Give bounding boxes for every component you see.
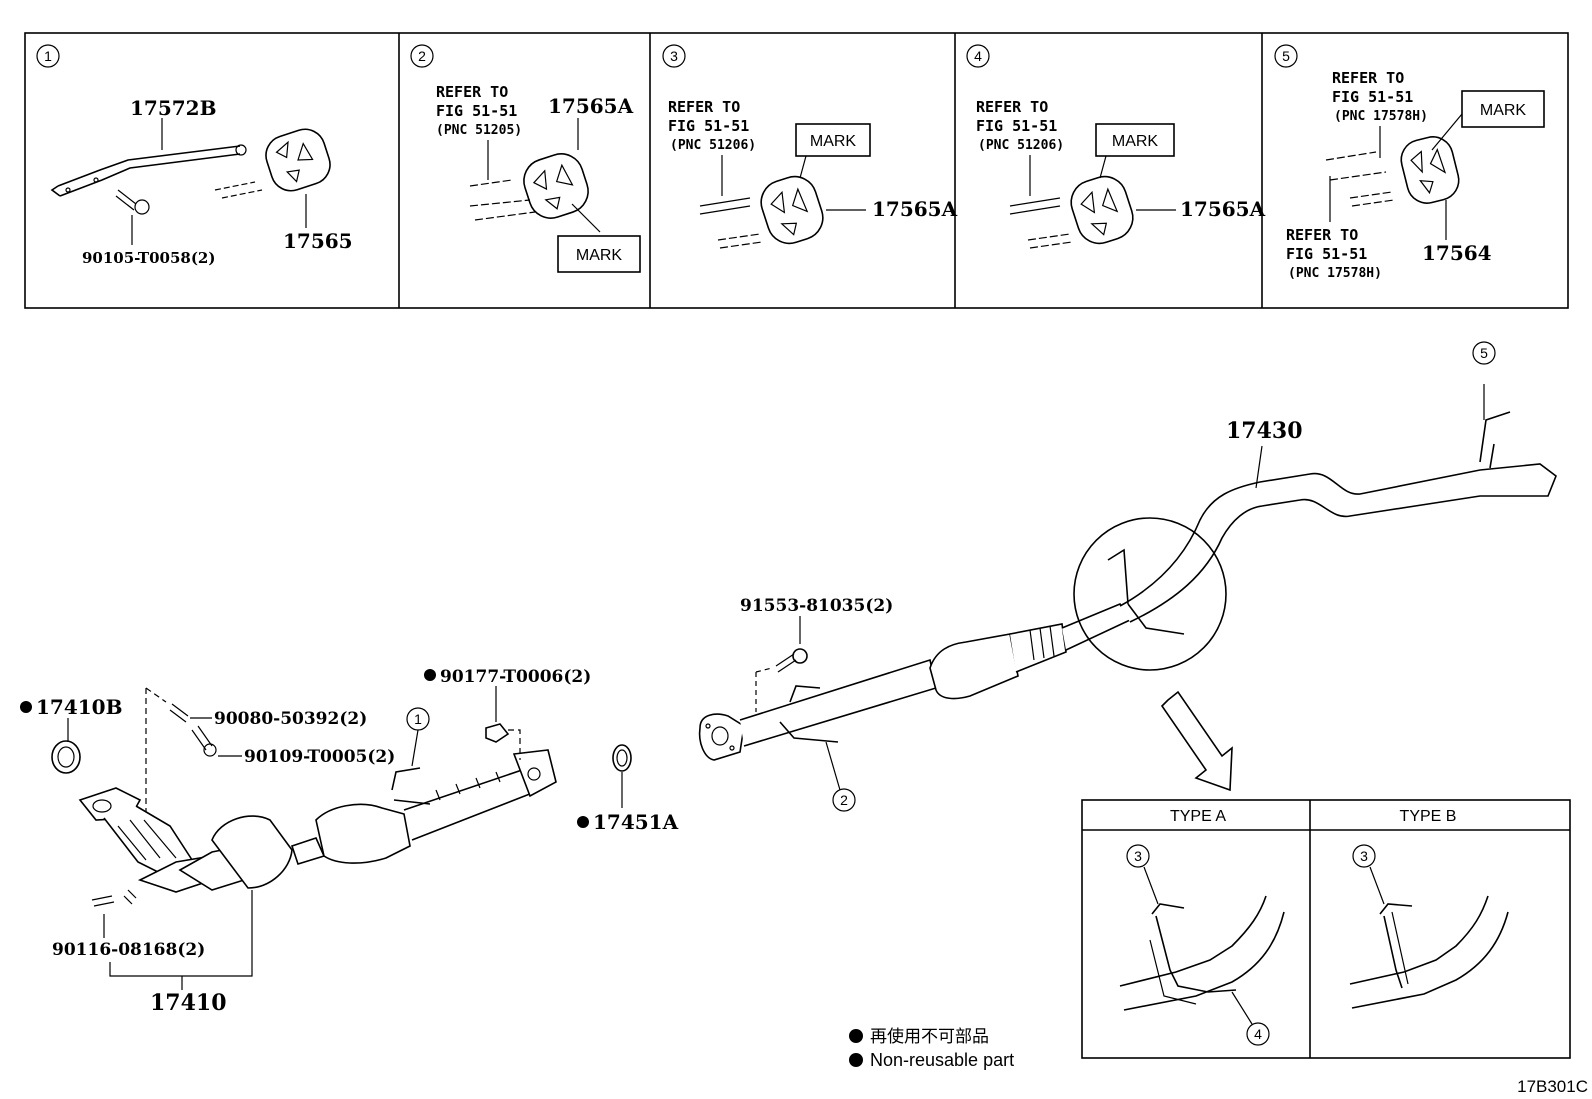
non-reusable-dot <box>577 816 589 828</box>
part-90177-label: 90177-T0006(2) <box>440 667 591 687</box>
callout-4-type-a: 4 <box>1254 1026 1262 1042</box>
panel-3: 3 REFER TO FIG 51-51 (PNC 51206) MARK 17… <box>662 44 958 249</box>
gasket-17410B <box>51 740 81 774</box>
panel-5-refer2-line3: (PNC 17578H) <box>1288 266 1382 281</box>
front-exhaust-assembly: 17410B 90080-50392(2) 90109-T0005(2) 1 <box>20 667 679 1016</box>
tail-pipe-17430 <box>1119 463 1557 623</box>
panel-4-mark: MARK <box>1112 133 1159 150</box>
panel-4-refer-line3: (PNC 51206) <box>978 138 1064 153</box>
legend-english: Non-reusable part <box>870 1050 1014 1070</box>
callout-2: 2 <box>840 792 848 808</box>
panel-2-refer-line3: (PNC 51205) <box>436 123 522 138</box>
legend-japanese: 再使用不可部品 <box>870 1026 989 1046</box>
part-90116-label: 90116-08168(2) <box>52 940 205 960</box>
detail-panels <box>24 32 1569 309</box>
type-b-header: TYPE B <box>1400 808 1457 825</box>
panel-5-refer-line3: (PNC 17578H) <box>1334 109 1428 124</box>
part-90080-label: 90080-50392(2) <box>214 709 367 729</box>
panel-3-mark: MARK <box>810 133 857 150</box>
legend-dot-icon <box>849 1053 863 1067</box>
panel-4-refer-line2: FIG 51-51 <box>976 117 1057 135</box>
panel-5-refer-line1: REFER TO <box>1332 69 1404 87</box>
panel-2-refer-line1: REFER TO <box>436 83 508 101</box>
part-90105-label: 90105-T0058(2) <box>82 249 215 267</box>
panel-5-refer-line2: FIG 51-51 <box>1332 88 1413 106</box>
panel-2-mark: MARK <box>576 247 623 264</box>
legend-dot-icon <box>849 1029 863 1043</box>
callout-3-type-a: 3 <box>1134 848 1142 864</box>
panel-3-refer-line2: FIG 51-51 <box>668 117 749 135</box>
panel-5-refer2-line1: REFER TO <box>1286 226 1358 244</box>
catalytic-converter-mid <box>315 803 411 864</box>
part-17430-label: 17430 <box>1226 418 1303 444</box>
part-17565-label: 17565 <box>283 229 353 253</box>
part-17565A-label-p4: 17565A <box>1180 197 1266 221</box>
catalytic-converter-rear <box>929 633 1019 700</box>
part-17572B-label: 17572B <box>130 96 216 120</box>
tail-exhaust-assembly: 91553-81035(2) 2 17430 5 <box>698 341 1557 812</box>
type-detail-table: TYPE A TYPE B 3 4 3 <box>1081 799 1571 1059</box>
panel-5-mark: MARK <box>1480 102 1527 119</box>
panel-2-number: 2 <box>418 48 426 64</box>
part-17410B-label: 17410B <box>36 695 122 719</box>
legend: 再使用不可部品 Non-reusable part <box>849 1026 1014 1070</box>
type-a-header: TYPE A <box>1170 808 1226 825</box>
panel-4-number: 4 <box>974 48 982 64</box>
panel-1-number: 1 <box>44 48 52 64</box>
panel-5-refer2-line2: FIG 51-51 <box>1286 245 1367 263</box>
figure-code: 17B301C <box>1517 1077 1588 1096</box>
part-17564-label: 17564 <box>1422 241 1492 265</box>
callout-1: 1 <box>414 711 422 727</box>
panel-2-refer-line2: FIG 51-51 <box>436 102 517 120</box>
part-17565A-label-p3: 17565A <box>872 197 958 221</box>
panel-5-number: 5 <box>1282 48 1290 64</box>
part-17565A-label-p2: 17565A <box>548 94 634 118</box>
panel-4-refer-line1: REFER TO <box>976 98 1048 116</box>
part-17451A-label: 17451A <box>593 810 679 834</box>
part-90109-label: 90109-T0005(2) <box>244 747 395 767</box>
non-reusable-dot <box>20 701 32 713</box>
panel-3-refer-line1: REFER TO <box>668 98 740 116</box>
non-reusable-dot <box>424 669 436 681</box>
panel-3-number: 3 <box>670 48 678 64</box>
part-91553-label: 91553-81035(2) <box>740 596 893 616</box>
part-17410-label: 17410 <box>150 990 227 1016</box>
panel-4: 4 REFER TO FIG 51-51 (PNC 51206) MARK 17… <box>966 44 1266 249</box>
callout-3-type-b: 3 <box>1360 848 1368 864</box>
catalytic-converter-front <box>211 815 293 889</box>
gasket-17451A <box>612 744 632 772</box>
panel-3-refer-line3: (PNC 51206) <box>670 138 756 153</box>
panel-5: 5 REFER TO FIG 51-51 (PNC 17578H) MARK R… <box>1274 44 1545 281</box>
callout-5: 5 <box>1480 345 1488 361</box>
panel-1: 1 17572B 90105-T0058(2) 17565 <box>36 44 353 267</box>
detail-arrow-icon <box>1160 690 1233 792</box>
panel-2: 2 REFER TO FIG 51-51 (PNC 51205) 17565A … <box>410 44 641 273</box>
